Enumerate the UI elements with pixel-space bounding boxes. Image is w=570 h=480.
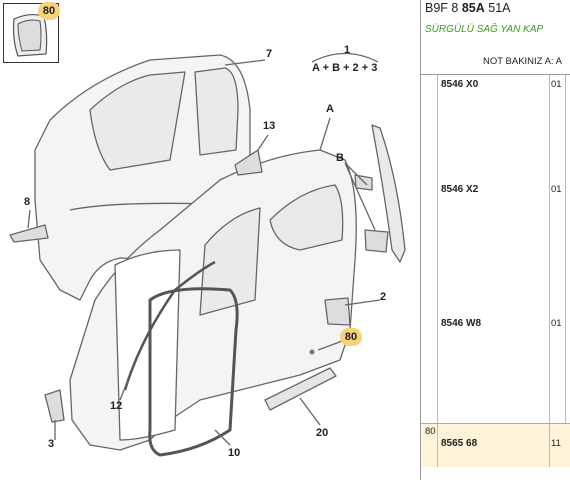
callout-13[interactable]: 13: [263, 120, 276, 132]
part-qty: 01: [551, 79, 562, 90]
column-divider: [549, 424, 550, 467]
part-number[interactable]: 8546 X0: [441, 79, 479, 90]
callout-20[interactable]: 20: [316, 427, 329, 439]
section-title: SÜRGÜLÜ SAĞ YAN KAP: [425, 24, 544, 35]
column-divider: [565, 75, 566, 467]
callout-2[interactable]: 2: [380, 291, 387, 303]
ref-suffix: 51A: [488, 1, 511, 15]
note-text: NOT BAKINIZ A: A: [483, 56, 563, 67]
part-number[interactable]: 8546 X2: [441, 184, 479, 195]
ref-bold: 85A: [461, 1, 485, 15]
thumbnail-box[interactable]: 80: [3, 2, 60, 63]
part-number[interactable]: 8546 W8: [441, 318, 482, 329]
part-number[interactable]: 8565 68: [441, 438, 478, 449]
parts-panel: B9F 8 85A 51A SÜRGÜLÜ SAĞ YAN KAP NOT BA…: [420, 0, 570, 480]
callout-12[interactable]: 12: [110, 400, 123, 412]
callout-80-badge[interactable]: 80: [340, 328, 362, 346]
column-divider: [549, 75, 550, 467]
callout-8[interactable]: 8: [24, 196, 31, 208]
callout-7[interactable]: 7: [266, 48, 273, 60]
parts-table: 8546 X0 01 8546 X2 01 8546 W8 01: [421, 74, 570, 467]
highlighted-row[interactable]: 80 8565 68 11: [421, 423, 570, 467]
thumbnail-badge: 80: [38, 2, 60, 20]
door-seal-icon: [12, 13, 48, 57]
part-qty: 01: [551, 184, 562, 195]
row-item-number: 80: [425, 426, 436, 437]
formula-bottom: A + B + 2 + 3: [312, 62, 378, 74]
body-side-drawing: [9, 52, 406, 457]
part-qty: 11: [551, 438, 561, 449]
reference-code: B9F 8 85A 51A: [425, 1, 511, 15]
callout-A[interactable]: A: [326, 103, 334, 115]
part-qty: 01: [551, 318, 562, 329]
callout-B[interactable]: B: [336, 152, 344, 164]
column-divider: [437, 424, 438, 467]
callout-3[interactable]: 3: [48, 438, 55, 450]
callout-10[interactable]: 10: [228, 447, 241, 459]
column-divider: [437, 75, 438, 467]
formula-top: 1: [344, 44, 351, 56]
ref-prefix: B9F 8: [425, 1, 459, 15]
parts-diagram: 80 1 A + B + 2 + 3 7 13 8 A B 2 12 3 10 …: [3, 2, 406, 459]
